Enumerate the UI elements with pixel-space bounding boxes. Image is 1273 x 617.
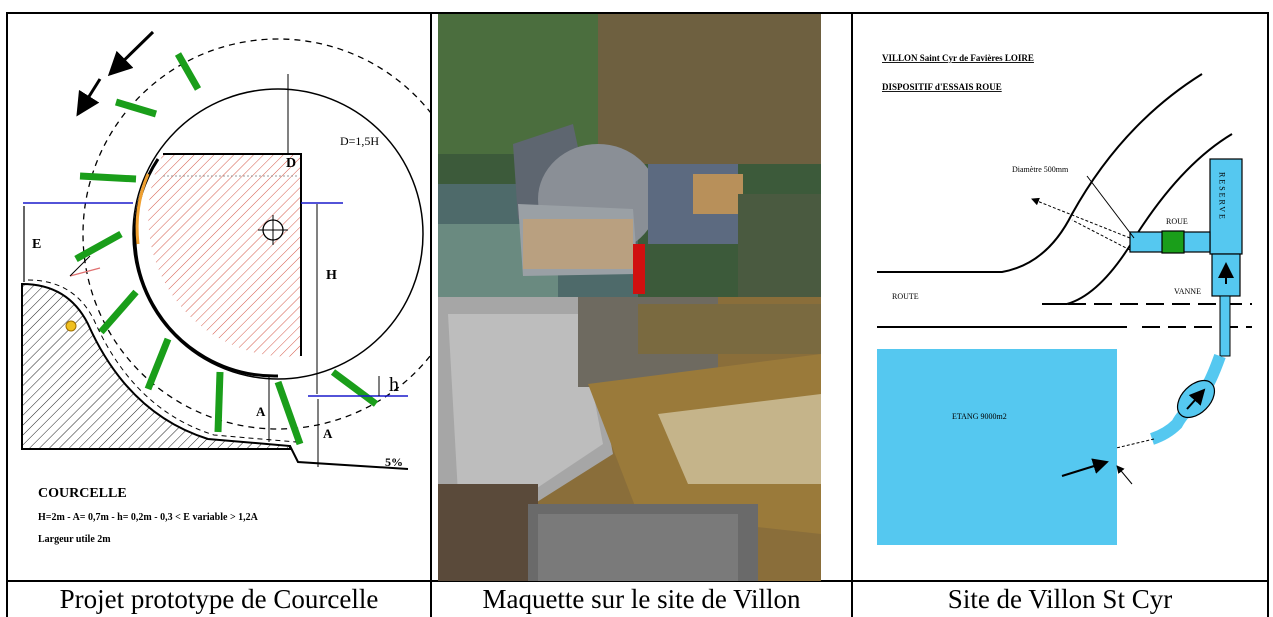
label-E: E — [32, 237, 41, 252]
wheel-section-hatch — [148, 154, 301, 357]
rotation-arrow-1 — [107, 30, 155, 77]
courcelle-diagram: D D=1,5H E H h A A 5% COURCELLE H=2m - A… — [21, 30, 430, 545]
blade — [79, 172, 137, 183]
etang-label: ETANG 9000m2 — [952, 412, 1007, 421]
rotation-arrow-2 — [76, 78, 102, 117]
orange-arc — [135, 173, 150, 245]
villon-site-diagram: VILLON Saint Cyr de Favières LOIRE DISPO… — [877, 53, 1252, 545]
blade — [98, 289, 139, 335]
villon-photo-cell — [438, 14, 821, 581]
courcelle-params: H=2m - A= 0,7m - h= 0,2m - 0,3 < E varia… — [38, 512, 259, 523]
caption-villon-maquette: Maquette sur le site de Villon — [482, 584, 801, 614]
courcelle-title: COURCELLE — [38, 486, 127, 501]
pond-inflow-arrow — [1061, 458, 1109, 477]
table-right-border — [1267, 14, 1269, 617]
roue-wheel-box — [1161, 230, 1185, 254]
roue-label: ROUE — [1166, 217, 1188, 226]
blade — [144, 337, 172, 391]
blade — [214, 371, 224, 433]
yellow-dot — [65, 320, 77, 332]
road-curve-upper — [877, 73, 1203, 273]
blade — [74, 230, 123, 263]
photo-bottom — [438, 297, 821, 581]
pond-small-arrow — [1116, 465, 1133, 485]
outer-dashed-circle — [82, 38, 430, 430]
jet-arrow — [1031, 197, 1131, 239]
pump-flow-arrow — [1186, 388, 1206, 410]
label-H: H — [326, 268, 337, 283]
blade — [274, 380, 304, 446]
table-caption-divider — [6, 580, 1269, 582]
etang-pond — [877, 349, 1117, 545]
label-A-left: A — [256, 404, 266, 419]
label-D: D — [286, 156, 296, 171]
table-divider-2 — [851, 14, 853, 617]
label-D-formula: D=1,5H — [340, 134, 379, 148]
diameter-leader — [1086, 175, 1135, 239]
label-slope: 5% — [385, 455, 403, 469]
label-A-right: A — [323, 426, 333, 441]
site-title-1: VILLON Saint Cyr de Favières LOIRE — [882, 53, 1034, 63]
blade — [114, 98, 158, 118]
channel-bed — [289, 445, 409, 470]
villon-photos — [438, 14, 821, 581]
wheel-blades — [74, 52, 379, 446]
diameter-label: Diamètre 500mm — [1012, 165, 1069, 174]
villon-site-cell: VILLON Saint Cyr de Favières LOIRE DISPO… — [872, 14, 1252, 581]
wheel-section-outline — [163, 153, 302, 356]
blade — [174, 52, 202, 91]
photo-top — [438, 14, 821, 304]
table-divider-1 — [430, 14, 432, 617]
courcelle-diagram-cell: D D=1,5H E H h A A 5% COURCELLE H=2m - A… — [8, 14, 430, 581]
blade — [330, 369, 379, 407]
ground-profile — [21, 282, 291, 450]
force-arrow-2 — [69, 255, 91, 277]
vanne-label: VANNE — [1174, 287, 1201, 296]
reserve-outlet — [1211, 253, 1241, 297]
force-arrow — [69, 267, 101, 277]
reserve-tank — [1209, 158, 1243, 255]
site-title-2: DISPOSITIF d'ESSAIS ROUE — [882, 82, 1002, 92]
label-h: h — [389, 374, 399, 396]
pipe-vertical — [1219, 295, 1231, 357]
caption-courcelle: Projet prototype de Courcelle — [59, 584, 379, 614]
jet-dashed — [1071, 219, 1131, 251]
courcelle-width: Largeur utile 2m — [38, 534, 111, 545]
caption-villon-site: Site de Villon St Cyr — [947, 584, 1173, 614]
curve-dashed — [27, 279, 297, 443]
table-top-border — [6, 12, 1269, 14]
pond-feed-dashed — [1111, 438, 1155, 450]
route-label: ROUTE — [892, 292, 919, 301]
table-left-border — [6, 14, 8, 617]
reserve-label: RESERVE — [1218, 172, 1227, 221]
